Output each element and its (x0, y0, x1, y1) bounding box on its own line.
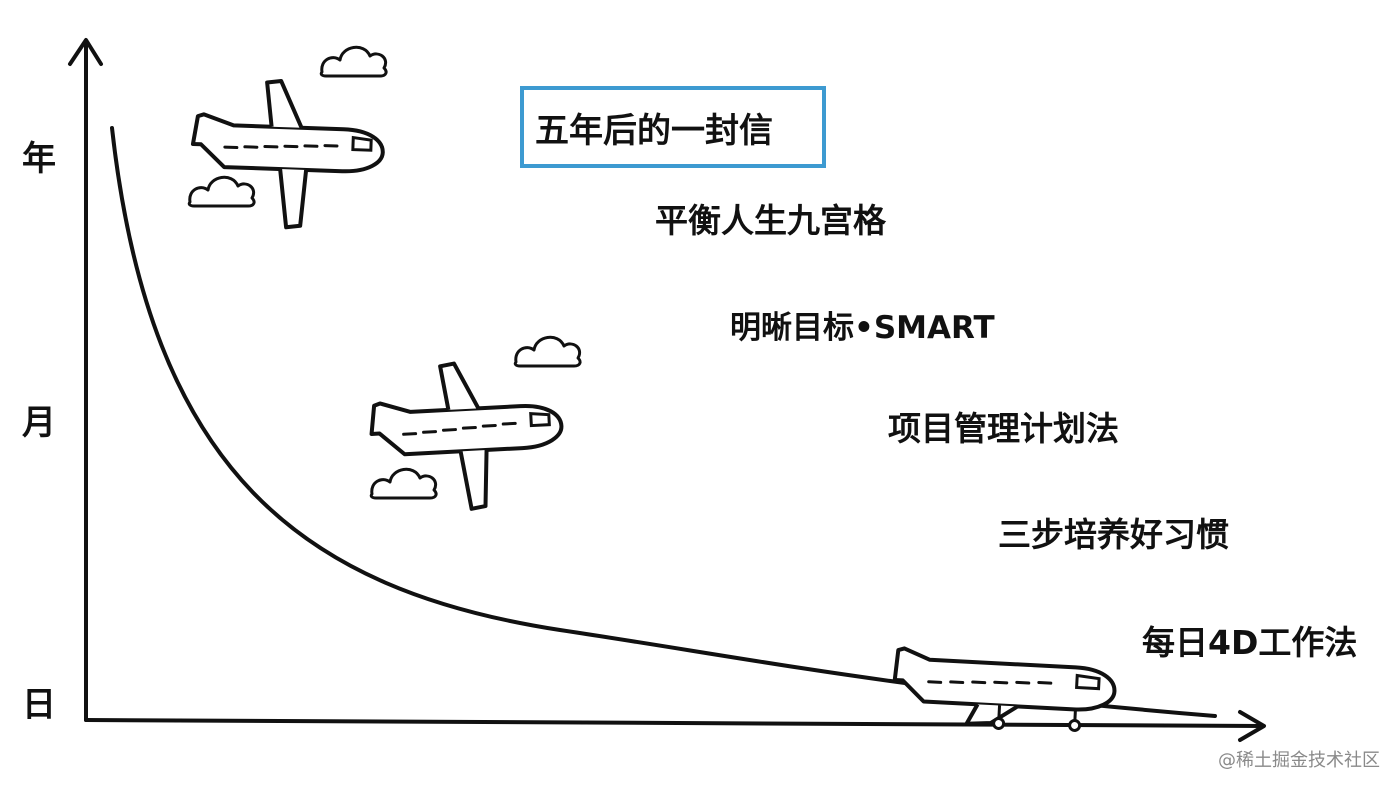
x-axis (84, 718, 1264, 728)
stage-label-daily-4d: 每日4D工作法 (1142, 623, 1357, 662)
highlight-box (520, 86, 826, 168)
stage-label-five-year-letter: 五年后的一封信 (535, 111, 773, 151)
x-axis-arrow (1238, 710, 1266, 742)
cloud-icon (369, 467, 438, 500)
airplane-icon (190, 78, 385, 231)
y-label-year: 年 (22, 139, 56, 179)
cloud-icon (187, 175, 256, 208)
airplane-icon (892, 646, 1117, 732)
stage-label-project-plan: 项目管理计划法 (888, 409, 1119, 448)
watermark: @稀土掘金技术社区 (1218, 750, 1380, 771)
axes (68, 38, 1266, 742)
y-axis-arrow (68, 38, 103, 66)
cloud-icon (513, 335, 582, 368)
y-label-day: 日 (22, 685, 56, 725)
y-label-month: 月 (22, 403, 56, 443)
cloud-icon (319, 45, 388, 78)
stage-label-habits: 三步培养好习惯 (998, 515, 1229, 554)
stage-label-smart-goals: 明晰目标•SMART (730, 310, 995, 346)
stage-label-life-grid: 平衡人生九宫格 (655, 201, 887, 240)
